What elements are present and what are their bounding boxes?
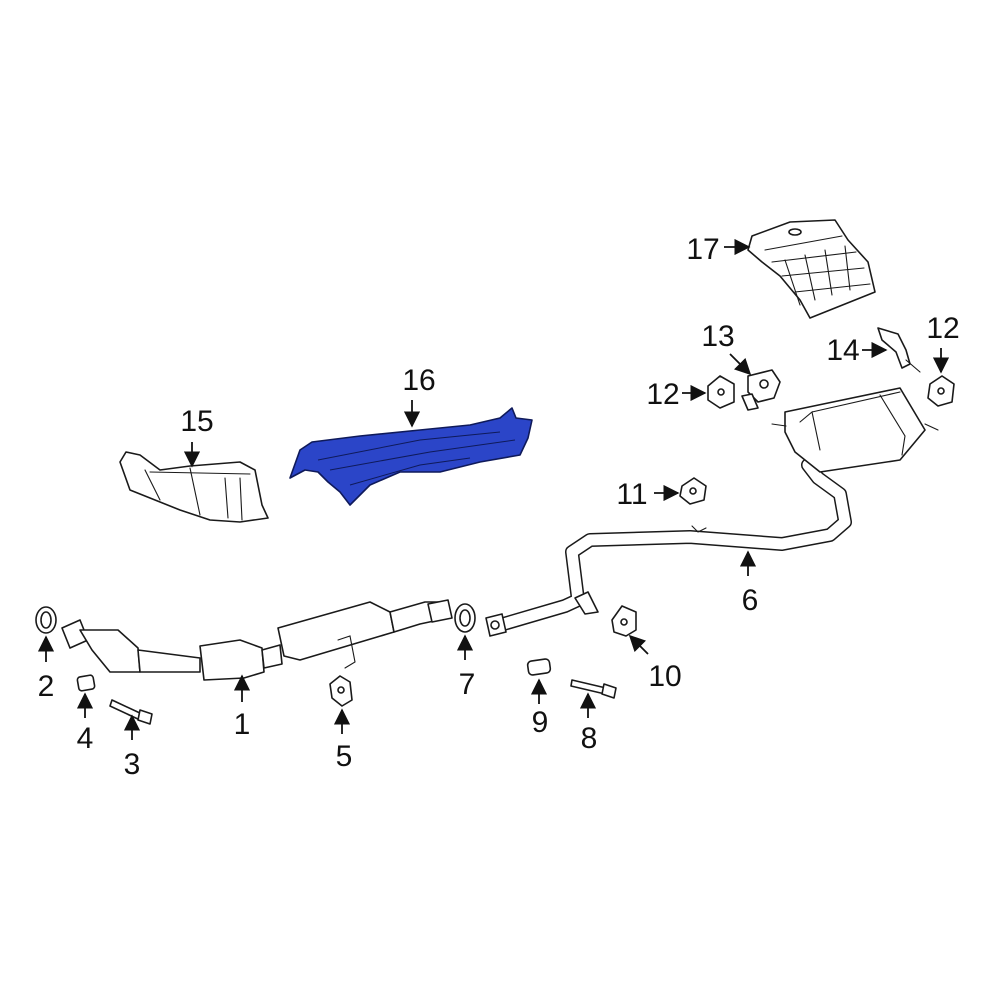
label-6: 6: [742, 584, 759, 617]
label-16: 16: [402, 364, 435, 397]
part-8-bolt[interactable]: [570, 679, 617, 699]
label-17: 17: [686, 233, 719, 266]
part-12-hanger-insulator-right[interactable]: [927, 375, 955, 407]
label-1: 1: [234, 708, 251, 741]
arrow-10: [628, 634, 649, 655]
part-2-gasket[interactable]: [35, 606, 57, 634]
part-17-rear-heat-shield[interactable]: [747, 219, 876, 319]
arrow-13: [729, 353, 752, 376]
part-4-stud[interactable]: [76, 674, 96, 692]
label-7: 7: [459, 668, 476, 701]
part-3-bolt[interactable]: [109, 699, 153, 725]
part-9-stud[interactable]: [526, 658, 552, 676]
label-2: 2: [38, 670, 55, 703]
part-1-front-pipe-converter[interactable]: [61, 599, 453, 681]
label-13: 13: [701, 320, 734, 353]
label-4: 4: [77, 722, 94, 755]
part-12-hanger-insulator-left[interactable]: [707, 375, 735, 409]
label-10: 10: [648, 660, 681, 693]
part-10-hanger-insulator[interactable]: [611, 605, 637, 637]
part-6-tail-pipe-muffler[interactable]: [485, 387, 939, 637]
part-5-hanger-insulator[interactable]: [329, 675, 353, 707]
part-7-gasket[interactable]: [454, 603, 476, 633]
part-15-front-heat-shield[interactable]: [119, 451, 269, 523]
label-9: 9: [532, 706, 549, 739]
label-12-right: 12: [926, 312, 959, 345]
part-13-hanger-bracket[interactable]: [741, 369, 781, 411]
part-11-hanger-insulator[interactable]: [679, 477, 707, 505]
callout-arrows: [37, 238, 950, 740]
label-12-left: 12: [646, 378, 679, 411]
part-16-center-heat-shield[interactable]: [289, 407, 533, 506]
label-11: 11: [616, 478, 647, 511]
label-5: 5: [336, 740, 353, 773]
label-8: 8: [581, 722, 598, 755]
callout-labels: 1 2 3 4 5 6 7 8 9 10 11 12 12 13 14 15 1…: [38, 233, 960, 781]
label-3: 3: [124, 748, 141, 781]
label-15: 15: [180, 405, 213, 438]
label-14: 14: [826, 334, 859, 367]
